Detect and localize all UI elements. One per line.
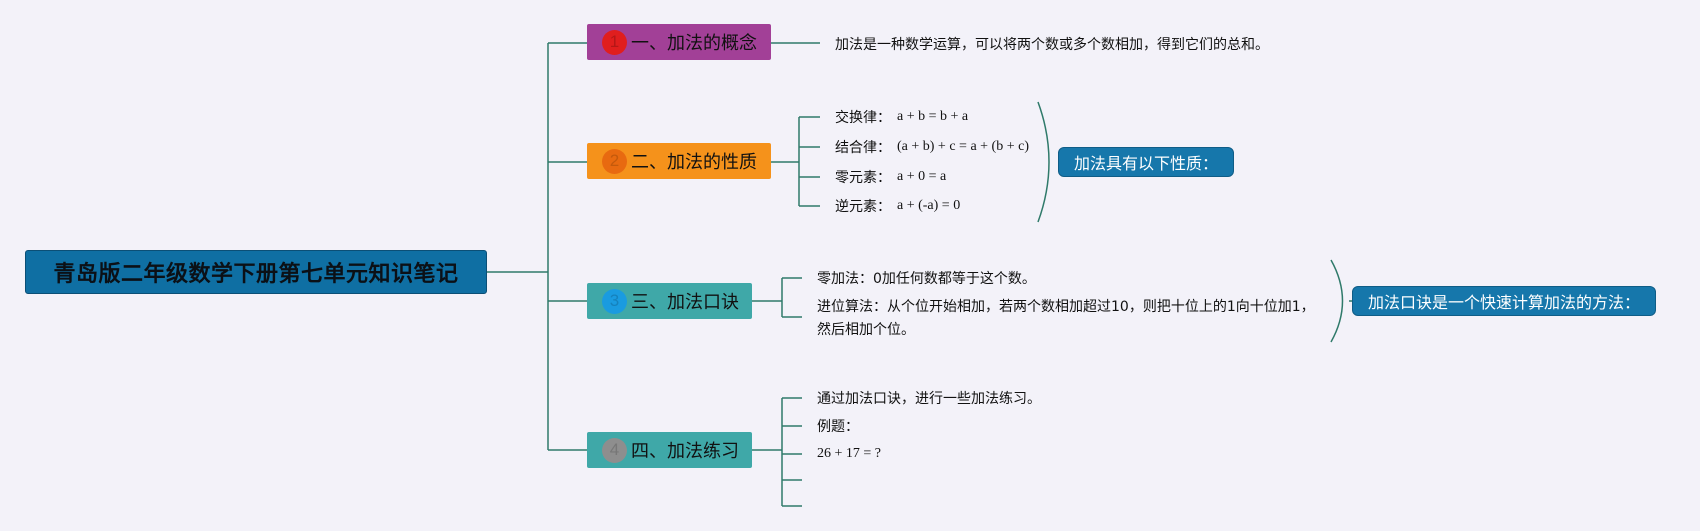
leaf-example-problem[interactable]: 26 + 17 = ? [817,446,882,461]
summary-properties[interactable]: 加法具有以下性质： [1058,147,1234,177]
branch-label: 二、加法的性质 [631,152,757,173]
leaf-example-label[interactable]: 例题： [817,419,859,435]
leaf-carry-algorithm[interactable]: 进位算法：从个位开始相加，若两个数相加超过10，则把十位上的1向十位加1，然后相… [817,299,1315,338]
leaf-concept-text[interactable]: 加法是一种数学运算，可以将两个数或多个数相加，得到它们的总和。 [835,37,1269,53]
leaf-inverse-element[interactable]: 逆元素：a + (-a) = 0 [835,198,961,215]
summary-rhyme[interactable]: 加法口诀是一个快速计算加法的方法： [1352,286,1656,316]
branch-label: 三、加法口诀 [631,292,739,313]
number-3-icon: 3 [602,288,627,314]
branch-addition-rhyme[interactable]: 3 三、加法口诀 [587,283,752,319]
leaf-zero-addition[interactable]: 零加法：0加任何数都等于这个数。 [817,271,1036,287]
leaf-commutative-law[interactable]: 交换律：a + b = b + a [835,109,969,126]
leaf-zero-element[interactable]: 零元素：a + 0 = a [835,169,947,186]
number-2-icon: 2 [602,148,627,174]
branch-label: 四、加法练习 [631,441,739,462]
number-1-icon: 1 [602,29,627,55]
branch-addition-properties[interactable]: 2 二、加法的性质 [587,143,771,179]
leaf-practice-intro[interactable]: 通过加法口诀，进行一些加法练习。 [817,391,1041,407]
root-topic[interactable]: 青岛版二年级数学下册第七单元知识笔记 [25,250,487,294]
leaf-associative-law[interactable]: 结合律：(a + b) + c = a + (b + c) [835,139,1029,156]
branch-addition-concept[interactable]: 1 一、加法的概念 [587,24,771,60]
number-4-icon: 4 [602,437,627,463]
branch-addition-practice[interactable]: 4 四、加法练习 [587,432,752,468]
branch-label: 一、加法的概念 [631,33,757,54]
